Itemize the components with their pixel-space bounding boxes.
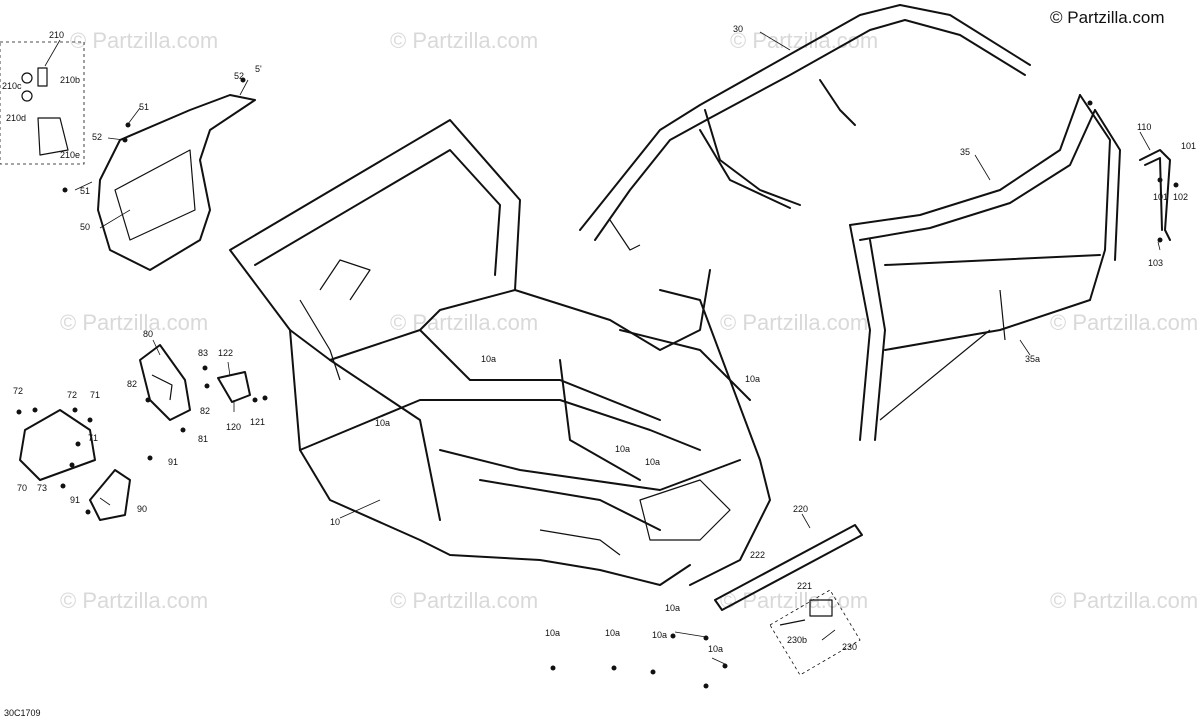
callout-91: 91 bbox=[168, 457, 178, 467]
callout-91: 91 bbox=[70, 495, 80, 505]
watermark-1: © Partzilla.com bbox=[70, 28, 218, 53]
callout-81: 81 bbox=[198, 434, 208, 444]
callout-10a: 10a bbox=[665, 603, 680, 613]
callout-10a: 10a bbox=[652, 630, 667, 640]
plate-part-80 bbox=[139, 344, 191, 421]
bar-part-110 bbox=[1139, 149, 1171, 241]
callout-222: 222 bbox=[750, 550, 765, 560]
watermark-10: © Partzilla.com bbox=[720, 588, 868, 613]
callout-210: 210 bbox=[49, 30, 64, 40]
callout-120: 120 bbox=[226, 422, 241, 432]
watermark-7: © Partzilla.com bbox=[1050, 310, 1198, 335]
watermark-5: © Partzilla.com bbox=[390, 310, 538, 335]
callout-103: 103 bbox=[1148, 258, 1163, 268]
callout-82: 82 bbox=[200, 406, 210, 416]
part-210-group bbox=[0, 41, 85, 165]
callout-83: 83 bbox=[198, 348, 208, 358]
callout-52: 52 bbox=[234, 71, 244, 81]
callout-230: 230 bbox=[842, 642, 857, 652]
callout-51: 51 bbox=[80, 186, 90, 196]
callout-80: 80 bbox=[143, 329, 153, 339]
callout-10a: 10a bbox=[745, 374, 760, 384]
watermark-8: © Partzilla.com bbox=[60, 588, 208, 613]
callout-10a: 10a bbox=[708, 644, 723, 654]
callout-121: 121 bbox=[250, 417, 265, 427]
callout-122: 122 bbox=[218, 348, 233, 358]
callout-5-prime: 5' bbox=[255, 64, 262, 74]
callout-10a: 10a bbox=[375, 418, 390, 428]
callout-221: 221 bbox=[797, 581, 812, 591]
callout-10a: 10a bbox=[605, 628, 620, 638]
callout-50: 50 bbox=[80, 222, 90, 232]
callout-230b: 230b bbox=[787, 635, 807, 645]
callout-71: 71 bbox=[88, 433, 98, 443]
callout-110: 110 bbox=[1137, 122, 1151, 132]
watermark-2: © Partzilla.com bbox=[390, 28, 538, 53]
callout-210e: 210e bbox=[60, 150, 80, 160]
callout-70: 70 bbox=[17, 483, 27, 493]
callout-210b: 210b bbox=[60, 75, 80, 85]
callout-101: 101 bbox=[1153, 192, 1168, 202]
callout-10a: 10a bbox=[545, 628, 560, 638]
leader-lines bbox=[44, 31, 1161, 665]
callout-210c: 210c bbox=[2, 81, 22, 91]
watermark-11: © Partzilla.com bbox=[1050, 588, 1198, 613]
callout-10a: 10a bbox=[481, 354, 496, 364]
bracket-part-120 bbox=[217, 371, 251, 403]
plate-part-70 bbox=[19, 409, 96, 481]
callout-90: 90 bbox=[137, 504, 147, 514]
part-230-group bbox=[769, 589, 861, 676]
callout-52: 52 bbox=[92, 132, 102, 142]
callout-72: 72 bbox=[13, 386, 23, 396]
callout-51: 51 bbox=[139, 102, 149, 112]
watermark-4: © Partzilla.com bbox=[60, 310, 208, 335]
callout-labels: 10 10a 10a 10a 10a 10a 10a 10a 10a 10a 1… bbox=[2, 24, 1196, 654]
watermark-3: © Partzilla.com bbox=[730, 28, 878, 53]
mount-part-90 bbox=[89, 469, 131, 521]
callout-35a: 35a bbox=[1025, 354, 1040, 364]
roll-cage-front-part-30 bbox=[579, 4, 1031, 251]
main-frame-part-10 bbox=[229, 119, 771, 586]
watermark-9: © Partzilla.com bbox=[390, 588, 538, 613]
callout-101: 101 bbox=[1181, 141, 1196, 151]
callout-10: 10 bbox=[330, 517, 340, 527]
callout-73: 73 bbox=[37, 483, 47, 493]
rear-cage-part-35 bbox=[849, 94, 1121, 441]
plate-part-220 bbox=[714, 524, 863, 611]
callout-10a: 10a bbox=[645, 457, 660, 467]
copyright-notice: © Partzilla.com bbox=[1050, 8, 1165, 27]
callout-102: 102 bbox=[1173, 192, 1188, 202]
callout-82: 82 bbox=[127, 379, 137, 389]
callout-71: 71 bbox=[90, 390, 100, 400]
watermark-6: © Partzilla.com bbox=[720, 310, 868, 335]
callout-10a: 10a bbox=[615, 444, 630, 454]
callout-72: 72 bbox=[67, 390, 77, 400]
drawing-code: 30C1709 bbox=[4, 708, 41, 718]
callout-210d: 210d bbox=[6, 113, 26, 123]
watermarks: © Partzilla.com © Partzilla.com © Partzi… bbox=[60, 28, 1198, 613]
fasteners bbox=[16, 77, 1179, 689]
callout-30: 30 bbox=[733, 24, 743, 34]
bracket-part-50 bbox=[97, 94, 256, 271]
callout-220: 220 bbox=[793, 504, 808, 514]
callout-35: 35 bbox=[960, 147, 970, 157]
